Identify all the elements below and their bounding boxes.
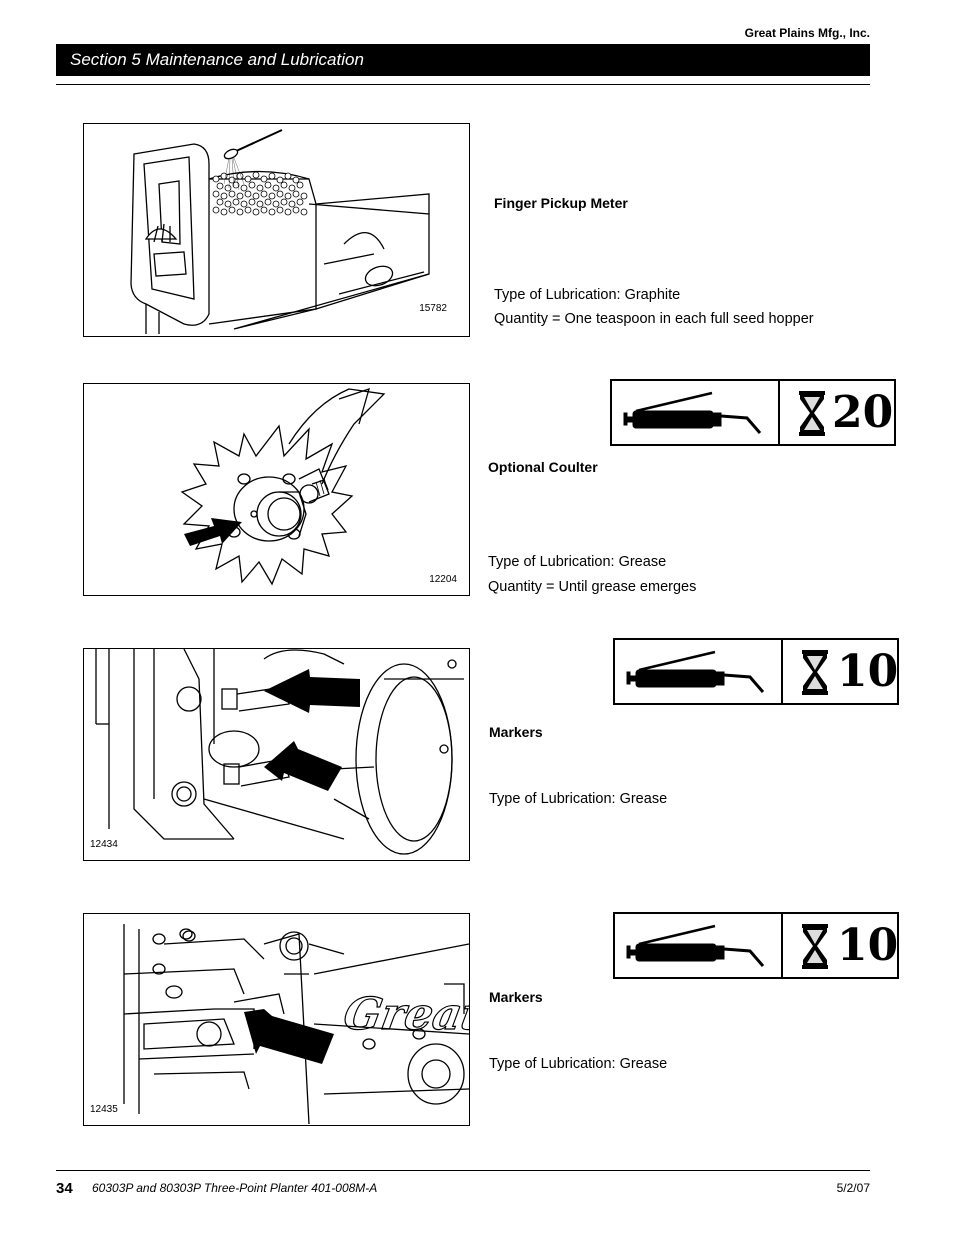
grease-gun-icon — [615, 640, 783, 703]
interval-hours: 10 — [837, 646, 899, 697]
markers-illustration-2: Great — [123, 924, 469, 1125]
company-name: Great Plains Mfg., Inc. — [744, 26, 870, 40]
figure-markers-1: 12434 — [83, 648, 470, 861]
hourglass-icon — [799, 640, 829, 703]
header-divider — [56, 84, 870, 85]
lubrication-type: Type of Lubrication: Grease — [489, 1056, 668, 1072]
footer-divider — [56, 1170, 870, 1171]
section-header-bar: Section 5 Maintenance and Lubrication — [56, 44, 870, 76]
lubrication-type: Type of Lubrication: Grease — [488, 554, 667, 570]
markers-illustration-1 — [95, 649, 464, 855]
figure-number: 12204 — [429, 574, 457, 585]
hourglass-icon — [799, 914, 829, 977]
optional-coulter-illustration — [180, 387, 386, 586]
item-title: Markers — [489, 989, 543, 1005]
figure-number: 12435 — [90, 1104, 118, 1115]
arrow-indicator — [264, 741, 342, 791]
page-number: 34 — [56, 1180, 73, 1197]
lubrication-type: Type of Lubrication: Grease — [489, 791, 668, 807]
item-title: Optional Coulter — [488, 459, 598, 475]
lubrication-quantity: Quantity = Until grease emerges — [488, 579, 697, 595]
lubrication-interval-box: 20 — [610, 379, 896, 446]
grease-gun-icon — [615, 914, 783, 977]
lubrication-interval-box: 10 — [613, 912, 899, 979]
grease-gun-icon — [612, 381, 780, 444]
svg-text:Great: Great — [340, 988, 469, 1040]
item-title: Markers — [489, 724, 543, 740]
document-title: 60303P and 80303P Three-Point Planter 40… — [92, 1181, 378, 1195]
figure-number: 12434 — [90, 839, 118, 850]
interval-hours: 20 — [832, 387, 894, 438]
finger-pickup-meter-illustration — [130, 129, 430, 334]
arrow-indicator — [244, 1009, 334, 1064]
document-date: 5/2/07 — [836, 1181, 870, 1195]
interval-hours: 10 — [837, 920, 899, 971]
figure-finger-pickup-meter: 15782 — [83, 123, 470, 337]
lubrication-interval-box: 10 — [613, 638, 899, 705]
lubrication-quantity: Quantity = One teaspoon in each full see… — [494, 311, 814, 327]
arrow-indicator — [184, 518, 242, 546]
figure-number: 15782 — [419, 303, 447, 314]
figure-markers-2: Great 12435 — [83, 913, 470, 1126]
section-title: Section 5 Maintenance and Lubrication — [70, 50, 364, 69]
figure-optional-coulter: 12204 — [83, 383, 470, 596]
hourglass-icon — [796, 381, 826, 444]
arrow-indicator — [264, 669, 360, 713]
item-title: Finger Pickup Meter — [494, 195, 628, 211]
lubrication-type: Type of Lubrication: Graphite — [494, 287, 681, 303]
